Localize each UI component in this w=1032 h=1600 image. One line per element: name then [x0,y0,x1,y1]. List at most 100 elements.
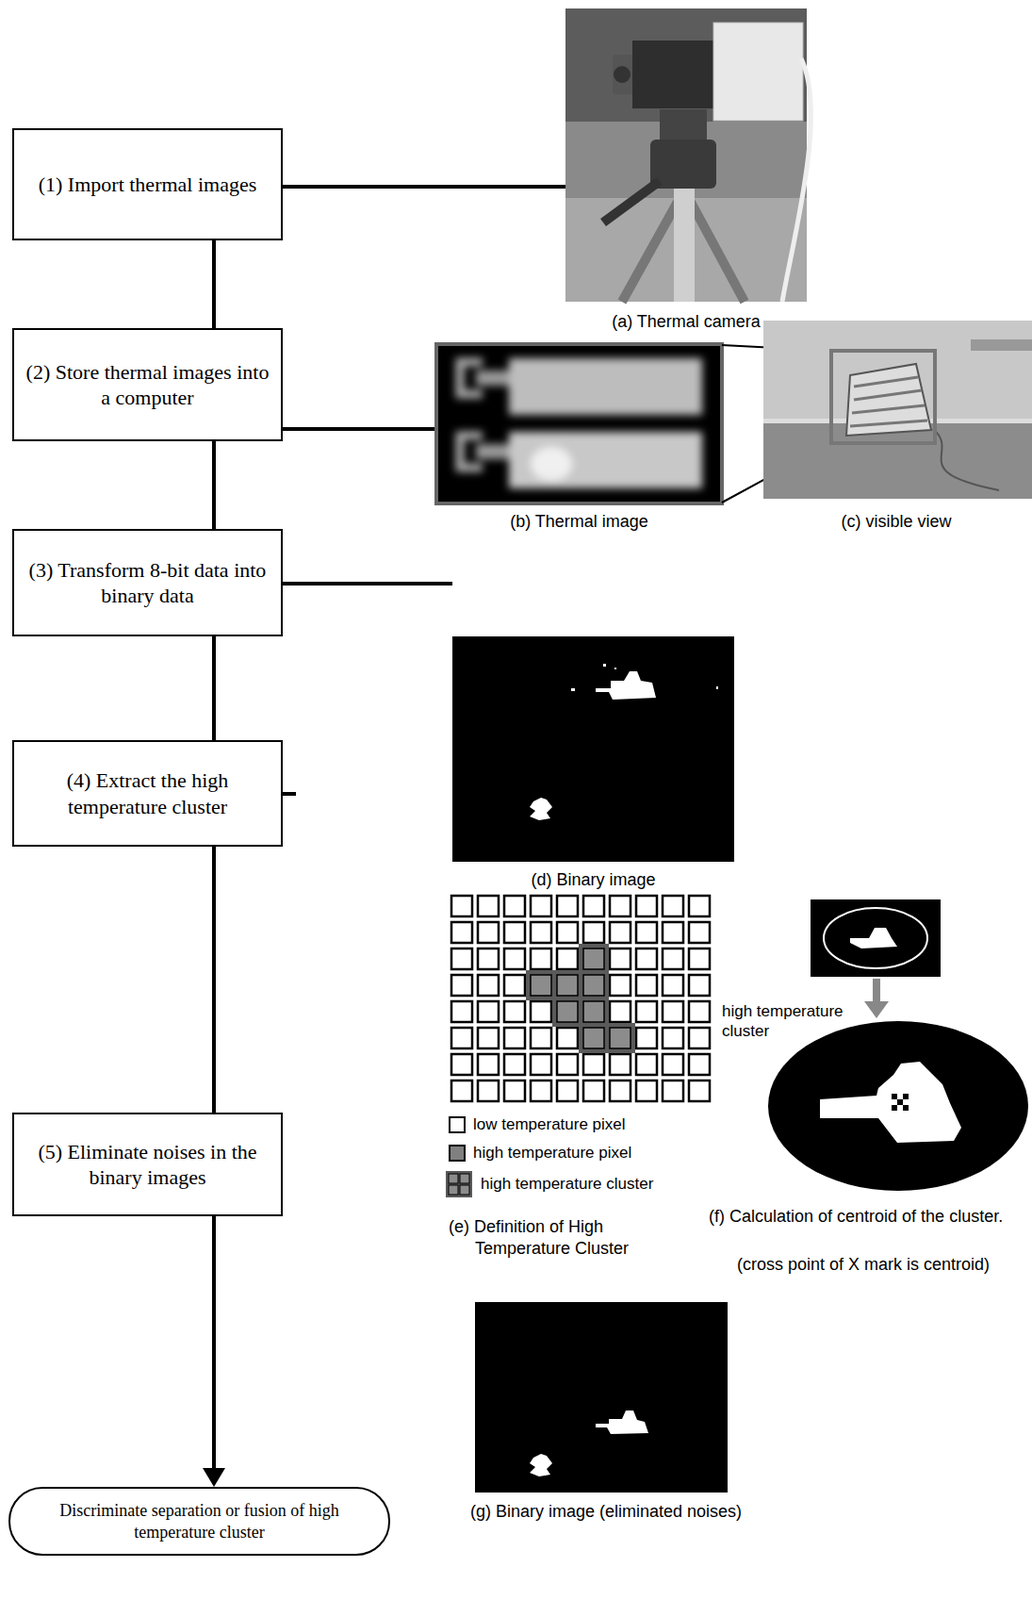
high-pixel [583,1027,605,1049]
photo-ground [763,320,1032,499]
high-pixel [459,1184,470,1195]
photo-floor [763,422,1032,499]
small-binary [810,899,941,977]
legend-swatch [449,1145,465,1161]
clean-binary-image [475,1301,728,1492]
figure-caption: (g) Binary image (eliminated noises) [450,1500,762,1523]
thermal-blob [475,443,514,459]
legend-cluster-sample [444,1169,474,1198]
centroid-mark [891,1104,898,1111]
process-box: (2) Store thermal images into a computer [12,327,283,442]
tripod-handle [603,180,660,223]
centroid-mark [902,1093,909,1099]
photo-ground [565,8,807,302]
box-label: (1) Import thermal images [38,171,258,198]
high-pixel [583,974,605,996]
process-box: (1) Import thermal images [12,128,283,241]
binary-frame [475,1301,728,1492]
thermal-frame [436,344,722,504]
cluster-outline [578,943,609,974]
tripod-leg [686,193,745,302]
centroid-figure [768,899,1029,1191]
hot-blob [595,671,656,700]
noise-dot [614,667,617,670]
box-text-group: Discriminate separation or fusion of hig… [21,1499,377,1542]
thermal-blobs [459,358,703,489]
hot-blob [850,927,898,949]
heater-grill [850,376,928,426]
cluster-outline [525,969,557,1000]
figure-caption: (b) Thermal image [436,510,722,533]
thermal-blob [475,370,514,386]
pixel-grid [448,892,713,1104]
legend-swatch-box [448,1144,466,1162]
high-temperature-pixels [530,948,631,1049]
centroid-mark [897,1098,903,1105]
leader-line [282,426,437,431]
thermal-blob [508,431,703,489]
hot-blob [529,797,553,820]
pixel-grid [448,892,713,1104]
box-text-group: (4) Extract the high temperature cluster [25,767,270,820]
centroid-mark [891,1093,909,1111]
visible-photo [763,320,1032,499]
tripod-head [659,109,707,140]
tripod-leg [622,193,683,302]
camera-front [632,40,720,109]
zoom-arrow [864,1000,889,1018]
process-box: (3) Transform 8-bit data into binary dat… [12,528,283,637]
thermal-blob [508,358,703,415]
zoom-arrow [872,978,881,1003]
grill-bar [853,376,918,387]
high-pixel [459,1173,470,1183]
terminal-box: Discriminate separation or fusion of hig… [8,1486,391,1556]
cluster-outline [578,1022,609,1053]
process-box: (4) Extract the high temperature cluster [12,739,283,847]
camera-photo [565,8,811,302]
figure-caption: (c) visible view [763,510,1030,533]
flow-connector [212,441,216,529]
cluster-outline [578,996,609,1027]
grill-bar [850,420,928,426]
legend-item: high temperature pixel [448,1143,632,1163]
high-pixel [583,1000,605,1022]
flow-connector [212,636,216,740]
pipe [970,339,1032,351]
leader-line [282,581,453,586]
grill-bar [853,390,922,400]
legend-label: high temperature pixel [473,1143,632,1163]
box-label: (4) Extract the high temperature cluster [25,767,270,820]
thermal-image [436,344,722,504]
figure-caption: (a) Thermal camera [565,311,807,333]
process-box: (5) Eliminate noises in the binary image… [12,1112,283,1216]
heater [846,363,932,436]
camera-body [713,22,803,121]
box-text-group: (3) Transform 8-bit data into binary dat… [25,556,270,609]
box-label: Discriminate separation or fusion of hig… [21,1499,377,1542]
cluster-outline [552,969,583,1000]
flow-connector [212,1215,216,1475]
box-text-group: (2) Store thermal images into a computer [25,359,270,411]
zoomed-cluster [768,1020,1029,1191]
hot-blob [529,1453,553,1476]
noise-dot [603,663,607,667]
figure-caption: (f) Calculation of centroid of the clust… [708,1205,1028,1228]
box-text-group: (1) Import thermal images [38,171,258,198]
legend-label: low temperature pixel [473,1114,626,1134]
high-pixel [448,1173,459,1183]
figure-caption: (e) Definition of High Temperature Clust… [448,1215,696,1259]
flow-connector [212,240,216,328]
hot-blob [595,1409,649,1434]
tripod-head [650,139,717,189]
noise-dot [571,688,575,691]
cluster-outline [552,996,583,1027]
figure-caption: high temperature cluster [721,1000,864,1042]
cluster-outline [605,1022,636,1053]
high-pixel [556,974,578,996]
flow-connector [212,846,216,1113]
